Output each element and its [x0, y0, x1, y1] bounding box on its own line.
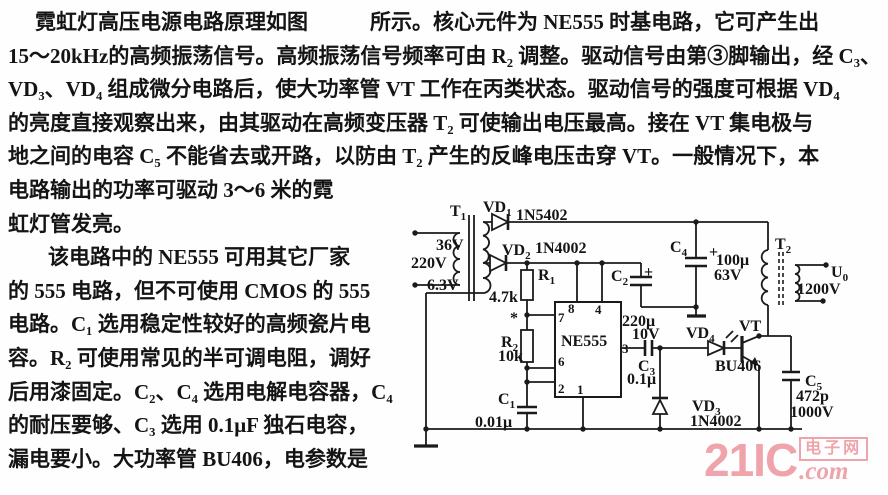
- para-line: 漏电要小。大功率管 BU406，电参数是: [8, 446, 368, 471]
- capacitor-c5: C5 472p 1000V: [782, 336, 834, 429]
- pin-7: 7: [558, 310, 565, 325]
- label-r2: R2: [501, 334, 519, 354]
- label-c5: C5: [805, 373, 823, 393]
- label-uo: U0: [831, 264, 849, 284]
- pin-1: 1: [577, 382, 584, 397]
- ac-source-220v: 220V: [411, 230, 460, 288]
- diode-vd4: VD4: [686, 325, 742, 357]
- diode-vd3: VD3 1N4002: [651, 348, 742, 430]
- label-c2-value: 220μ: [622, 313, 655, 330]
- label-c4-plus: +: [709, 244, 718, 261]
- label-r2-value: 10k: [498, 348, 523, 365]
- pin-3: 3: [622, 341, 629, 356]
- label-t2: T2: [775, 236, 792, 256]
- label-vd3: VD3: [692, 398, 721, 418]
- circuit-schematic: 220V T1 36V 6.3V VD1 1N5402: [411, 199, 849, 448]
- pin-2: 2: [558, 381, 565, 396]
- line1-left: 霓虹灯高压电源电路原理如图: [35, 10, 308, 34]
- light-indicator-marks: [725, 330, 739, 343]
- label-star-node: *: [510, 310, 518, 327]
- transistor-vt: VT BU406: [715, 305, 791, 429]
- para-line: 地之间的电容 C₅ 不能省去或开路，以防由 T₂ 产生的反峰电压击穿 VT。一般…: [8, 144, 820, 169]
- pin-8: 8: [568, 301, 575, 316]
- label-c1-value: 0.01μ: [475, 414, 512, 431]
- para-line: 虹灯管发亮。: [8, 211, 134, 236]
- article-text: 霓虹灯高压电源电路原理如图 所示。核心元件为 NE555 时基电路，它可产生出 1…: [8, 6, 884, 476]
- label-vt-part: BU406: [715, 358, 761, 375]
- watermark-suffix: .com: [799, 458, 849, 485]
- para-line: 的 555 电路，但不可使用 CMOS 的 555: [8, 278, 371, 303]
- ic-ne555: NE555 7 8 4 6 2 1 3: [554, 263, 645, 429]
- label-vd2: VD2: [502, 242, 531, 262]
- para-line: 的耐压要够、C₃ 选用 0.1μF 独石电容，: [8, 413, 369, 438]
- label-c3-value: 0.1μ: [627, 371, 656, 388]
- line1-right: 所示。核心元件为 NE555 时基电路，它可产生出: [370, 10, 820, 34]
- resistor-r2: R2 10k: [498, 329, 555, 407]
- label-ne555: NE555: [561, 333, 607, 350]
- label-r1: R1: [538, 267, 555, 287]
- para-line: 容。R₂ 可使用常见的半可调电阻，调好: [8, 345, 371, 370]
- label-vd4: VD4: [686, 325, 715, 345]
- label-vt: VT: [739, 318, 762, 335]
- pin-4: 4: [595, 302, 602, 317]
- label-t1: T1: [450, 203, 466, 223]
- label-r1-value: 4.7k: [489, 289, 518, 306]
- label-uo-voltage: 1200V: [797, 281, 841, 298]
- label-c5-value: 472p: [796, 388, 829, 405]
- label-c2-plus: +: [644, 264, 653, 281]
- label-36v: 36V: [436, 237, 464, 254]
- watermark-brand: 21IC: [704, 434, 798, 486]
- label-c1: C1: [498, 391, 515, 411]
- capacitor-c3: C3 0.1μ: [627, 340, 708, 388]
- diode-vd2: VD2 1N4002: [489, 240, 641, 273]
- label-c3: C3: [638, 358, 656, 378]
- para-line: 霓虹灯高压电源电路原理如图 所示。核心元件为 NE555 时基电路，它可产生出: [8, 6, 884, 40]
- label-c5-voltage: 1000V: [790, 404, 834, 421]
- label-vd3-part: 1N4002: [690, 413, 742, 430]
- para-line: 的亮度直接观察出来，由其驱动在高频变压器 T₂ 可使输出电压最高。接在 VT 集…: [8, 110, 814, 135]
- label-vd1-part: 1N5402: [516, 207, 568, 224]
- para-line: 后用漆固定。C₂、C₄ 选用电解电容器，C₄: [8, 379, 393, 404]
- label-c2-voltage: 10V: [632, 326, 660, 343]
- diode-vd1: VD1 1N5402: [483, 199, 769, 250]
- label-c4-value: 100μ: [716, 252, 749, 269]
- label-c2: C2: [611, 268, 629, 288]
- capacitor-c4: C4 + 100μ 63V: [670, 222, 749, 318]
- resistor-r1: R1 4.7k *: [489, 263, 555, 330]
- watermark-tag: 电子网: [799, 437, 869, 461]
- 21ic-watermark: 21IC 电子网 .com: [704, 434, 869, 486]
- label-vd2-part: 1N4002: [535, 240, 587, 257]
- capacitor-c2: C2 + 220μ 10V: [611, 263, 696, 343]
- para-line: 电路。C₁ 选用稳定性较好的高频瓷片电: [8, 312, 371, 337]
- label-c4: C4: [670, 239, 688, 259]
- para-line: 电路输出的功率可驱动 3～6 米的霓: [8, 177, 334, 202]
- transformer-t1: T1 36V 6.3V: [425, 203, 492, 429]
- para-line: VD₃、VD₄ 组成微分电路后，使大功率管 VT 工作在丙类状态。驱动信号的强度…: [8, 77, 840, 102]
- para-line: 15～20kHz的高频振荡信号。高频振荡信号频率可由 R₂ 调整。驱动信号由第③…: [8, 43, 882, 68]
- label-vd1: VD1: [483, 199, 512, 219]
- para-line: 该电路中的 NE555 可用其它厂家: [48, 245, 351, 270]
- transformer-t2: T2 U0 1200V: [760, 236, 849, 306]
- ground-rail: [414, 426, 802, 448]
- label-220v: 220V: [411, 255, 447, 272]
- label-6-3v: 6.3V: [427, 277, 459, 294]
- label-c4-voltage: 63V: [714, 267, 742, 284]
- pin-6: 6: [558, 354, 565, 369]
